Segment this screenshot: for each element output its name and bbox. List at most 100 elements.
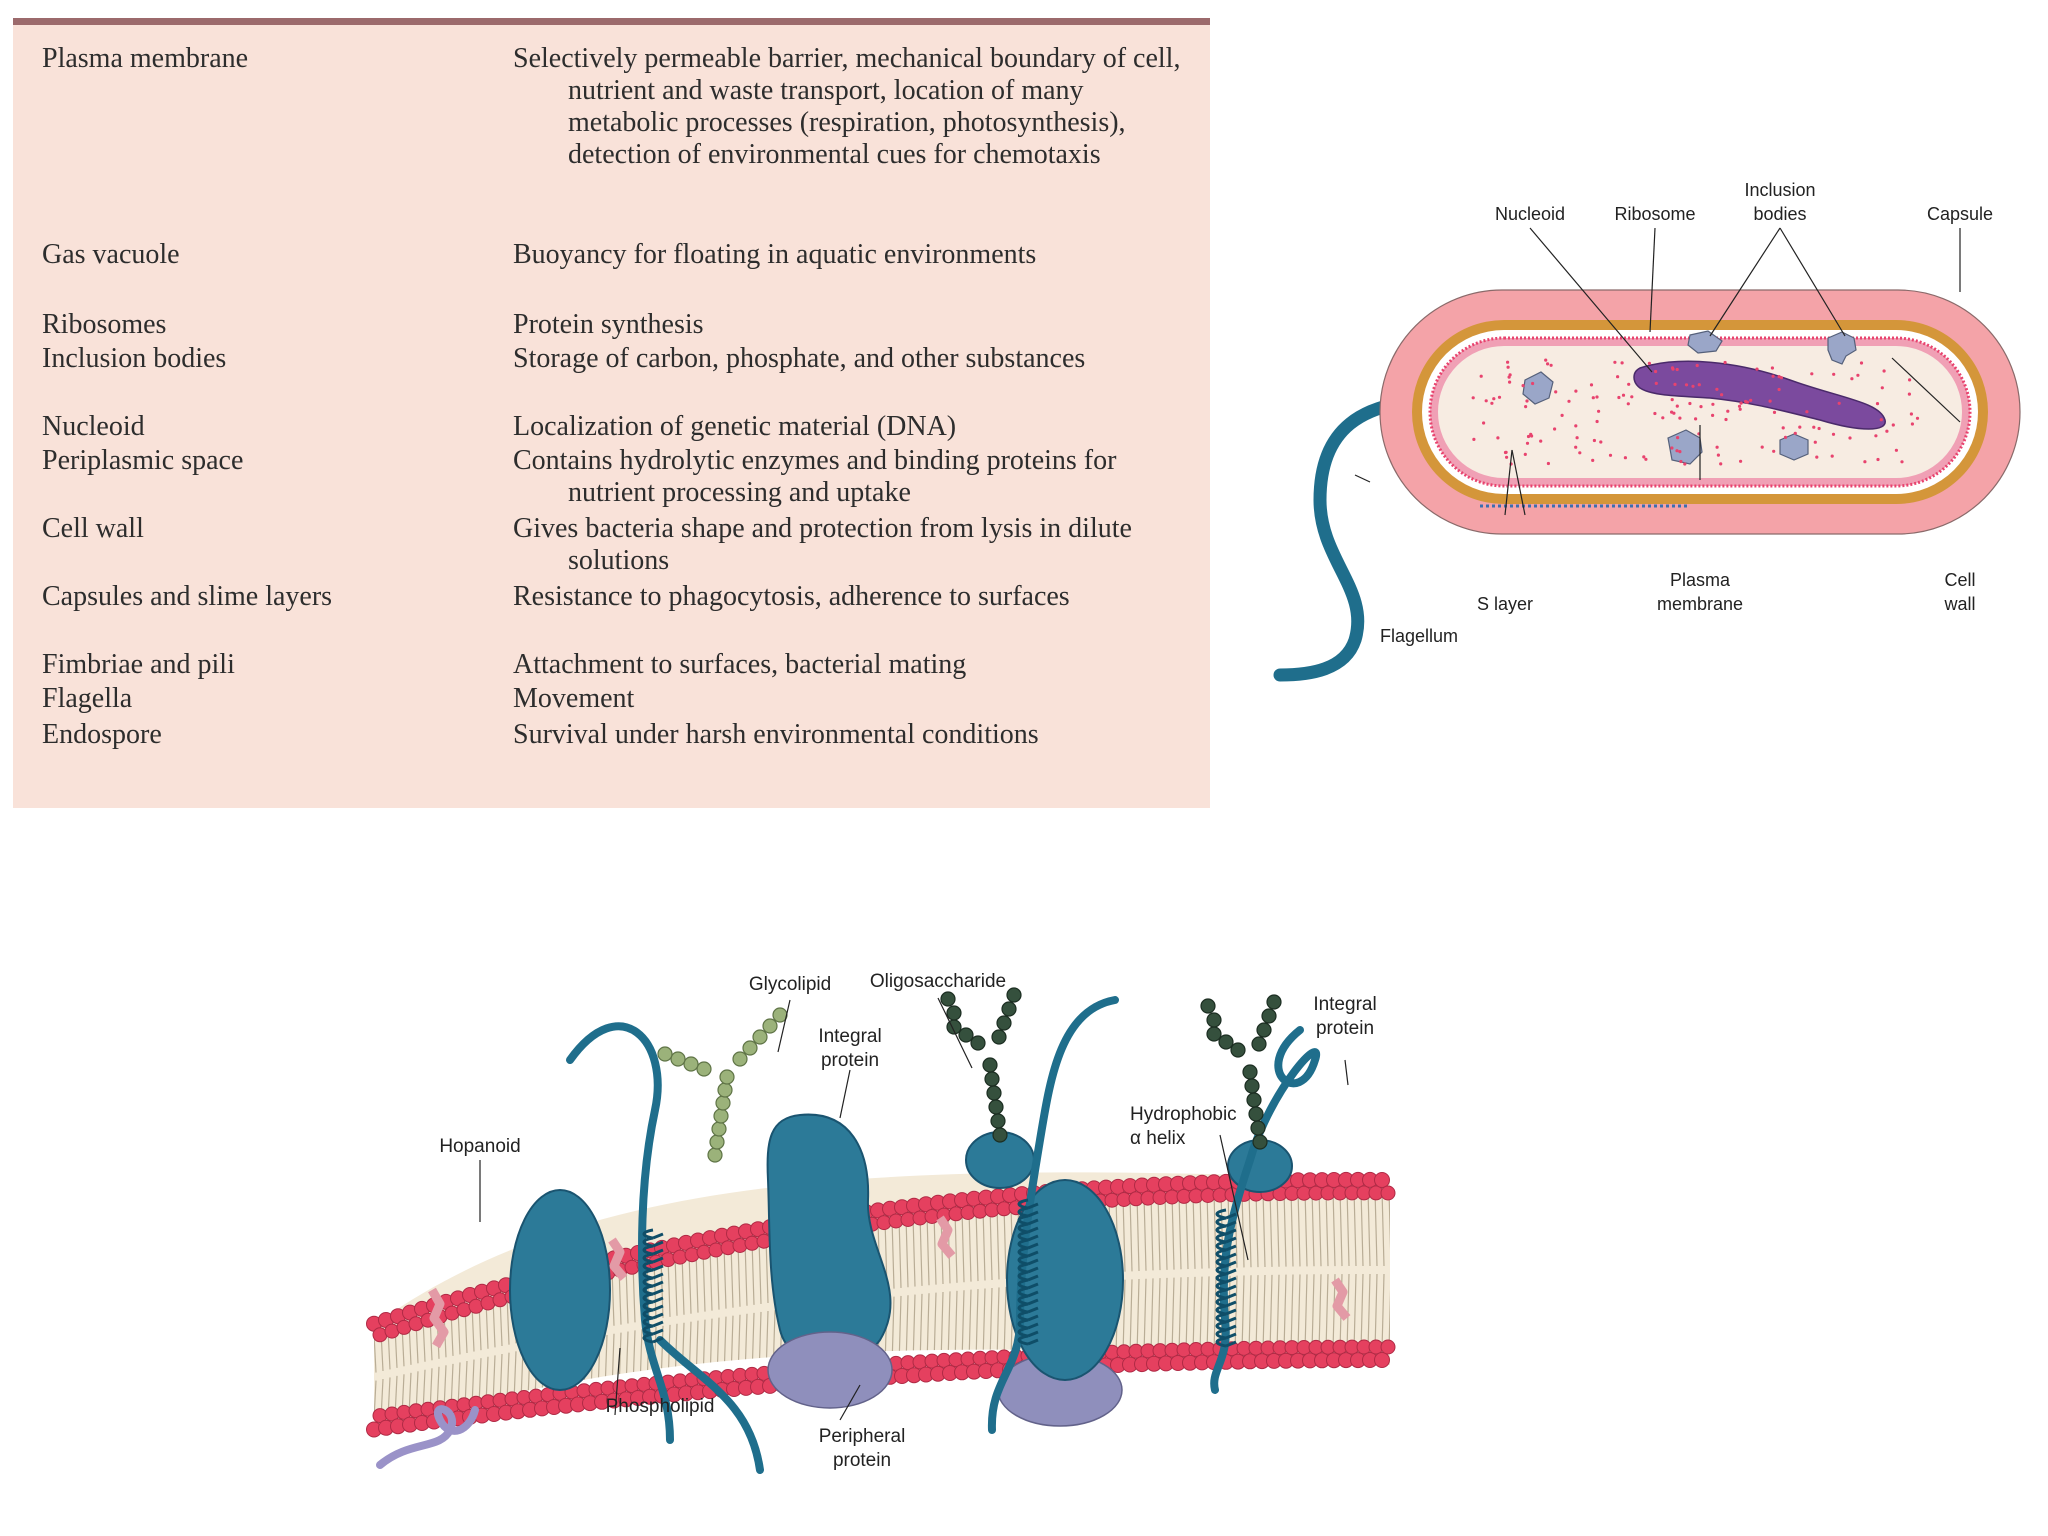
ribosome-dot	[1574, 445, 1578, 449]
ribosome-dot	[1591, 396, 1595, 400]
structure-function: Localization of genetic material (DNA)	[513, 411, 957, 442]
ribosome-dot	[1679, 459, 1683, 464]
ribosome-dot	[1553, 427, 1557, 431]
lipid-tail	[1185, 1193, 1189, 1270]
ribosome-dot	[1770, 366, 1774, 370]
lipid-tail	[1248, 1275, 1252, 1352]
ribosome-dot	[1726, 409, 1730, 413]
ribosome-dot	[1691, 384, 1695, 388]
lipid-tail	[982, 1288, 986, 1362]
ribosome-dot	[1620, 361, 1624, 365]
ribosome-dot	[1830, 454, 1834, 458]
sugar-bead	[1252, 1134, 1268, 1150]
ribosome-dot	[1907, 392, 1911, 396]
lipid-tail	[737, 1242, 741, 1307]
sugar-bead	[958, 1027, 974, 1043]
ribosome-dot	[1715, 445, 1719, 449]
phospholipid-head	[1374, 1172, 1390, 1188]
ribosome-dot	[1876, 457, 1880, 462]
ribosome-dot	[1900, 460, 1904, 464]
ribosome-dot	[1574, 389, 1578, 393]
ribosome-dot	[1546, 362, 1550, 366]
lipid-tail	[1192, 1276, 1196, 1353]
lipid-tail	[1136, 1279, 1140, 1355]
structure-function: Attachment to surfaces, bacterial mating	[513, 649, 967, 680]
lipid-tail	[1325, 1274, 1329, 1351]
sugar-bead	[1206, 1026, 1222, 1042]
lipid-tail	[933, 1213, 937, 1285]
structure-function: Contains hydrolytic enzymes and binding …	[513, 445, 1117, 508]
inclusion-body	[1687, 330, 1723, 354]
sugar-bead	[1248, 1106, 1264, 1122]
lipid-tail	[989, 1287, 993, 1361]
lipid-tail	[996, 1287, 1000, 1361]
sugar-bead	[1244, 1078, 1260, 1094]
ribosome-dot	[1506, 365, 1510, 369]
lipid-tail	[1241, 1275, 1245, 1352]
ribosome-dot	[1716, 453, 1720, 457]
lipid-tail	[1367, 1189, 1371, 1266]
lipid-tail	[1192, 1193, 1196, 1269]
ribosome-label: Ribosome	[1614, 204, 1695, 224]
lipid-tail	[1283, 1274, 1287, 1351]
lipid-tail	[1367, 1273, 1371, 1351]
ribosome-dot	[1812, 425, 1816, 429]
ribosome-dot	[1815, 455, 1819, 459]
sugar-bead	[984, 1071, 1000, 1087]
ribosome-dot	[1684, 383, 1689, 387]
hydrophobic-helix	[642, 1228, 664, 1344]
ribosome-dot	[1772, 449, 1776, 453]
bacterial-cell-diagram: Nucleoid Ribosome Inclusion bodies Capsu…	[1273, 180, 2021, 682]
ribosome-dot	[1554, 390, 1558, 394]
ribosome-dot	[1683, 462, 1687, 466]
ribosome-dot	[1670, 398, 1674, 402]
lipid-tail	[1171, 1277, 1175, 1354]
lipid-tail	[1339, 1189, 1343, 1267]
ribosome-dot	[1749, 398, 1753, 402]
ribosome-dot	[1482, 421, 1486, 425]
inclusion-body	[1827, 331, 1857, 365]
ribosome-dot	[1755, 367, 1759, 371]
peripheral-protein-label-1: Peripheral	[819, 1426, 906, 1447]
lipid-tail	[1269, 1190, 1273, 1267]
structure-function: Protein synthesis	[513, 309, 704, 340]
plasma-membrane-label-2: membrane	[1657, 594, 1743, 614]
ribosome-dot	[1891, 423, 1895, 427]
sugar-bead	[986, 1085, 1002, 1101]
lipid-tail	[1129, 1279, 1133, 1355]
lipid-tail	[975, 1289, 979, 1362]
ribosome-dot	[1760, 445, 1764, 449]
sugar-bead	[762, 1018, 778, 1034]
inclusion-bodies-label-2: bodies	[1753, 204, 1806, 224]
ribosome-dot	[1675, 367, 1679, 372]
ribosome-dot	[1719, 462, 1723, 466]
ribosome-dot	[1597, 409, 1601, 413]
lipid-tail	[1213, 1192, 1217, 1269]
ribosome-dot	[1885, 429, 1889, 433]
lipid-tail	[1150, 1278, 1154, 1354]
structure-name: Ribosomes	[42, 309, 167, 340]
ribosome-dot	[1525, 441, 1530, 445]
ribosome-dot	[1724, 417, 1728, 422]
ribosome-dot	[1613, 360, 1617, 364]
lipid-tail	[989, 1207, 993, 1280]
ribosome-dot	[1699, 405, 1703, 409]
sugar-bead	[1200, 998, 1216, 1014]
ribosome-dot	[1661, 416, 1665, 420]
cell-wall-label-1: Cell	[1944, 570, 1975, 590]
lipid-tail	[1185, 1277, 1189, 1353]
lipid-tail	[982, 1207, 986, 1281]
integral-protein-left	[509, 1189, 611, 1391]
ribosome-dot	[1503, 450, 1508, 455]
ribosome-dot	[1813, 440, 1817, 444]
ribosome-dot	[1670, 446, 1674, 450]
sugar-bead	[742, 1040, 758, 1056]
ribosome-dot	[1863, 460, 1867, 464]
ribosome-dot	[1879, 418, 1883, 422]
ribosome-dot	[1882, 369, 1886, 373]
structure-name: Plasma membrane	[42, 43, 249, 74]
ribosome-dot	[1739, 459, 1743, 463]
ribosome-dot	[1496, 436, 1500, 440]
ribosome-dot	[1544, 358, 1548, 362]
lipid-tail	[1178, 1277, 1182, 1354]
